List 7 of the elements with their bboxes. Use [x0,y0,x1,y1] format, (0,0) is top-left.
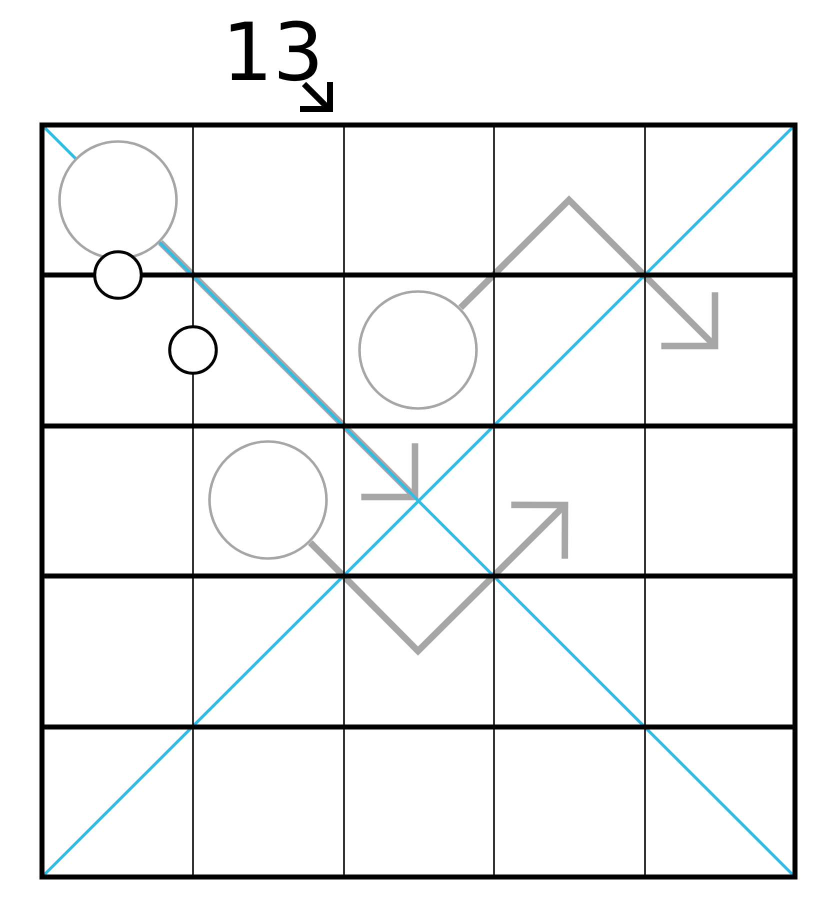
arrow-circle [208,440,328,560]
arrow [458,195,718,350]
arrow-circle [358,290,478,410]
arrow [308,502,568,656]
clue-number: 13 [222,13,324,93]
arrow-circle [58,140,178,260]
arrow [158,240,418,500]
